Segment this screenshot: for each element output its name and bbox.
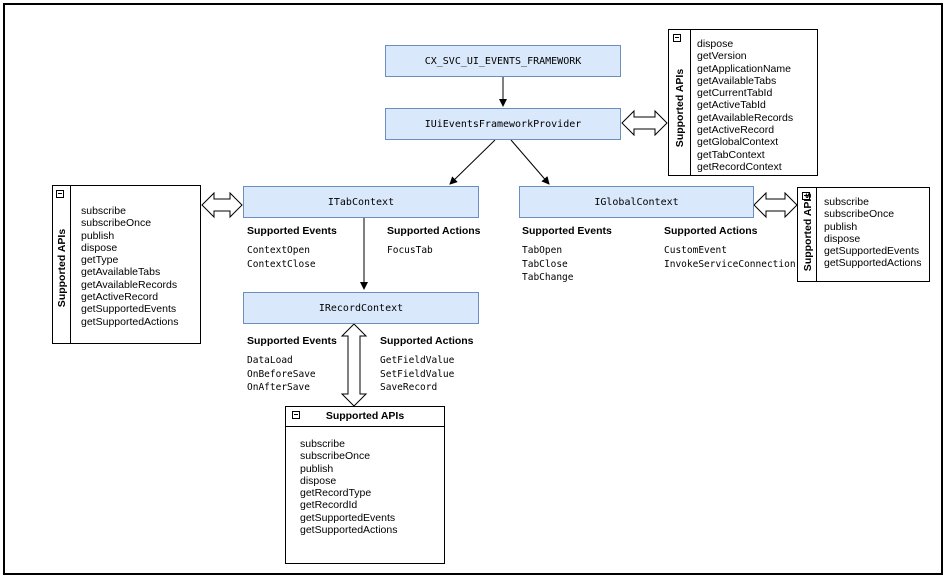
global-context-events: TabOpen TabClose TabChange [522, 244, 573, 285]
global-context-apis-box: Supported APIs subscribe subscribeOnce p… [797, 187, 930, 282]
api-item: subscribe [300, 438, 345, 450]
arrow-provider-to-tabcontext [449, 139, 496, 185]
diagram-frame [3, 3, 943, 575]
api-item: getSupportedEvents [300, 511, 396, 524]
api-item: subscribeOnce [300, 450, 371, 463]
global-context-actions: CustomEvent InvokeServiceConnection [664, 244, 795, 271]
api-item: getType [81, 254, 119, 267]
api-item: getSupportedEvents [824, 245, 920, 258]
api-item: publish [824, 220, 858, 233]
global-context-apis-title-bar: Supported APIs [798, 188, 817, 281]
tab-context-events-header: Supported Events [247, 225, 337, 237]
record-context-events: DataLoad OnBeforeSave OnAfterSave [247, 354, 316, 395]
api-item: dispose [697, 38, 734, 50]
global-context-events-header: Supported Events [522, 225, 612, 237]
api-item: dispose [300, 474, 337, 487]
api-item: getRecordType [300, 487, 372, 500]
collapse-icon[interactable] [56, 190, 64, 198]
tab-context-apis-list: subscribe subscribeOnce publish dispose … [81, 205, 178, 328]
tab-context-actions: FocusTab [387, 244, 433, 258]
global-context-apis-list: subscribe subscribeOnce publish dispose … [824, 196, 921, 270]
api-item: dispose [824, 232, 861, 245]
provider-apis-title: Supported APIs [674, 68, 686, 148]
provider-apis-title-bar: Supported APIs [669, 30, 691, 175]
global-context-apis-title: Supported APIs [802, 192, 814, 272]
double-arrow-recordcontext-apis [340, 323, 368, 407]
record-context-apis-title: Supported APIs [325, 410, 405, 422]
arrow-provider-to-globalcontext [510, 139, 550, 185]
api-item: getActiveRecord [81, 291, 159, 304]
tab-context-apis-title: Supported APIs [56, 228, 68, 308]
event-item: OnBeforeSave [247, 368, 316, 380]
record-context-events-header: Supported Events [247, 335, 337, 347]
action-item: CustomEvent [664, 245, 727, 256]
action-item: SaveRecord [380, 382, 438, 393]
record-context-node: IRecordContext [243, 292, 479, 324]
double-arrow-globalcontext-apis [753, 191, 798, 219]
action-item: SetFieldValue [380, 368, 455, 380]
api-item: getAvailableTabs [81, 266, 161, 279]
api-item: publish [81, 229, 115, 242]
event-item: TabClose [522, 258, 568, 270]
action-item: FocusTab [387, 245, 433, 256]
double-arrow-tabcontext-apis [201, 191, 243, 219]
api-item: getGlobalContext [697, 136, 779, 149]
api-item: subscribeOnce [81, 217, 152, 230]
event-item: ContextClose [247, 258, 316, 270]
provider-node: IUiEventsFrameworkProvider [385, 108, 621, 140]
api-item: getRecordContext [697, 160, 782, 173]
event-item: ContextOpen [247, 245, 310, 256]
framework-node: CX_SVC_UI_EVENTS_FRAMEWORK [385, 45, 621, 77]
tab-context-events: ContextOpen ContextClose [247, 244, 316, 271]
api-item: getVersion [697, 50, 747, 63]
api-item: publish [300, 462, 334, 475]
collapse-icon[interactable] [673, 34, 681, 42]
collapse-icon[interactable] [802, 192, 810, 200]
api-item: getSupportedActions [81, 315, 179, 328]
global-context-node: IGlobalContext [519, 186, 754, 218]
event-item: TabOpen [522, 245, 563, 256]
record-context-actions-header: Supported Actions [380, 335, 474, 347]
api-item: getTabContext [697, 148, 765, 161]
api-item: getApplicationName [697, 62, 791, 75]
provider-apis-box: Supported APIs dispose getVersion getApp… [668, 29, 818, 176]
api-item: subscribe [824, 196, 869, 208]
api-item: getSupportedActions [300, 524, 398, 537]
api-item: getActiveRecord [697, 124, 775, 137]
api-item: subscribeOnce [824, 208, 895, 221]
api-item: dispose [81, 241, 118, 254]
api-item: getAvailableTabs [697, 74, 777, 87]
api-item: getRecordId [300, 499, 358, 512]
tab-context-node: ITabContext [243, 186, 479, 218]
api-item: getSupportedActions [824, 257, 922, 270]
record-context-actions: GetFieldValue SetFieldValue SaveRecord [380, 354, 454, 395]
api-item: getActiveTabId [697, 99, 766, 112]
double-arrow-provider-apis [621, 109, 668, 137]
record-context-apis-box: Supported APIs subscribe subscribeOnce p… [285, 406, 445, 564]
tab-context-node-label: ITabContext [327, 196, 395, 208]
record-context-node-label: IRecordContext [318, 302, 404, 314]
api-item: getSupportedEvents [81, 303, 177, 316]
global-context-actions-header: Supported Actions [664, 225, 758, 237]
framework-node-label: CX_SVC_UI_EVENTS_FRAMEWORK [424, 55, 582, 67]
event-item: DataLoad [247, 355, 293, 366]
action-item: GetFieldValue [380, 355, 455, 366]
event-item: TabChange [522, 272, 574, 283]
collapse-icon[interactable] [292, 411, 300, 419]
tab-context-apis-title-bar: Supported APIs [53, 186, 71, 343]
provider-node-label: IUiEventsFrameworkProvider [424, 118, 582, 130]
tab-context-apis-box: Supported APIs subscribe subscribeOnce p… [52, 185, 201, 344]
event-item: OnAfterSave [247, 382, 310, 393]
record-context-apis-divider [286, 426, 444, 427]
action-item: InvokeServiceConnection [664, 258, 795, 270]
tab-context-actions-header: Supported Actions [387, 225, 481, 237]
record-context-apis-list: subscribe subscribeOnce publish dispose … [300, 438, 397, 536]
api-item: subscribe [81, 205, 126, 217]
global-context-node-label: IGlobalContext [594, 196, 679, 208]
api-item: getAvailableRecords [81, 278, 178, 291]
api-item: getAvailableRecords [697, 111, 794, 124]
provider-apis-list: dispose getVersion getApplicationName ge… [697, 38, 793, 173]
api-item: getCurrentTabId [697, 87, 773, 100]
